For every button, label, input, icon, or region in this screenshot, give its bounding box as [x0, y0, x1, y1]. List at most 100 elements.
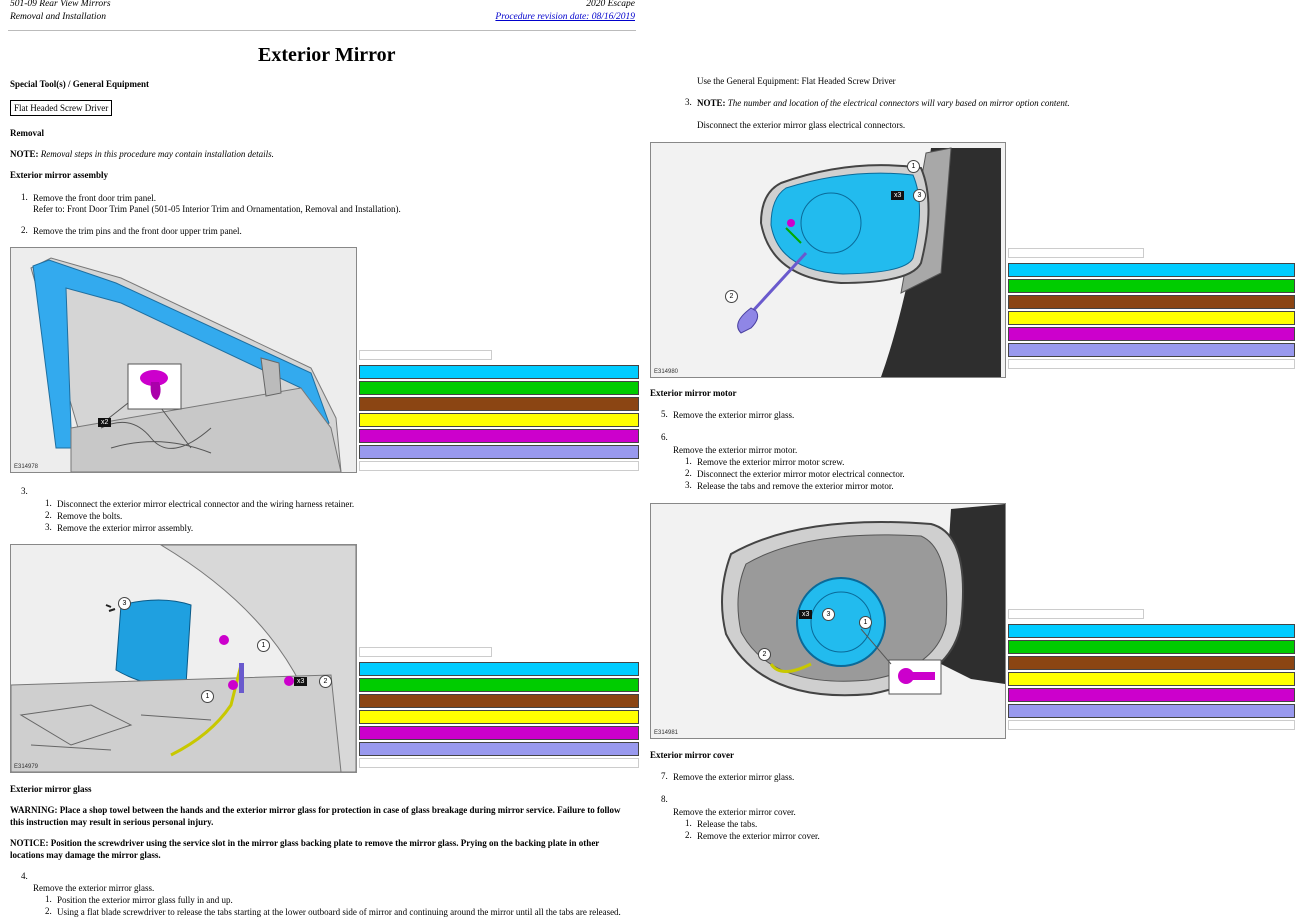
special-tools-heading: Special Tool(s) / General Equipment: [10, 79, 150, 89]
legend-row: [1008, 279, 1295, 293]
assembly-heading: Exterior mirror assembly: [10, 170, 108, 180]
sub-step-number: 2.: [685, 830, 692, 840]
legend-row: [359, 413, 639, 427]
figure-id: E314979: [14, 764, 39, 770]
mirror-glass-illustration: [651, 143, 1005, 377]
legend-row: [1008, 295, 1295, 309]
figure-mirror-glass: 1 3 2 x3 E314980: [650, 142, 1006, 378]
sub-step-number: 1.: [45, 498, 52, 508]
callout: 1: [907, 160, 920, 173]
step2-text: Remove the trim pins and the front door …: [33, 226, 242, 236]
step8-sub1: Release the tabs.: [697, 819, 758, 829]
sub-step-number: 3.: [685, 480, 692, 490]
step3-sub2: Remove the bolts.: [57, 511, 123, 521]
step1-ref: Refer to: Front Door Trim Panel (501-05 …: [33, 204, 401, 214]
step8-sub2: Remove the exterior mirror cover.: [697, 831, 820, 841]
callout: 3: [118, 597, 131, 610]
legend-row: [1008, 640, 1295, 654]
note-label: NOTE:: [10, 149, 39, 159]
step-number: 8.: [661, 794, 668, 804]
callout: 1: [859, 616, 872, 629]
legend-row: [359, 365, 639, 379]
legend-row: [359, 710, 639, 724]
step4-text: Remove the exterior mirror glass.: [33, 883, 155, 893]
step6-sub2: Disconnect the exterior mirror motor ele…: [697, 469, 905, 479]
legend-row: [359, 381, 639, 395]
legend-row: [1008, 704, 1295, 718]
legend-row: [1008, 672, 1295, 686]
legend-row: [359, 445, 639, 459]
sub-step-number: 2.: [45, 510, 52, 520]
removal-heading: Removal: [10, 128, 44, 138]
motor-heading: Exterior mirror motor: [650, 388, 737, 398]
legend-blank: [359, 350, 492, 360]
figure-mirror-assembly: 3 1 1 2 x3 E314979: [10, 544, 357, 773]
mirror-assembly-illustration: [11, 545, 356, 772]
legend-row: [1008, 327, 1295, 341]
sub-step-number: 3.: [45, 522, 52, 532]
legend-row: [1008, 311, 1295, 325]
legend-row: [359, 694, 639, 708]
step8-text: Remove the exterior mirror cover.: [673, 807, 796, 817]
step4-sub2: Using a flat blade screwdriver to releas…: [57, 907, 621, 917]
quantity-tag: x2: [98, 418, 112, 427]
step4-sub1: Position the exterior mirror glass fully…: [57, 895, 233, 905]
sub-step-number: 1.: [685, 456, 692, 466]
step-number: 7.: [661, 771, 668, 781]
step-number: 3.: [685, 97, 692, 107]
right-step3-note: NOTE: The number and location of the ele…: [697, 97, 1070, 109]
quantity-tag: x3: [891, 191, 905, 200]
note-text: Removal steps in this procedure may cont…: [40, 149, 274, 159]
figure-door-trim: x2 E314978: [10, 247, 357, 473]
step6-sub3: Release the tabs and remove the exterior…: [697, 481, 894, 491]
header-divider: [8, 30, 636, 31]
figure-legend: [359, 350, 639, 471]
legend-blank: [1008, 359, 1295, 369]
figure-id: E314980: [654, 369, 679, 375]
warning-text: WARNING: Place a shop towel between the …: [10, 805, 621, 827]
legend-row: [359, 662, 639, 676]
cover-heading: Exterior mirror cover: [650, 750, 734, 760]
callout: 3: [913, 189, 926, 202]
legend-blank: [1008, 248, 1144, 258]
step-number: 1.: [21, 192, 28, 202]
legend-row: [359, 429, 639, 443]
legend-blank: [1008, 720, 1295, 730]
legend-blank: [359, 647, 492, 657]
quantity-tag: x3: [294, 677, 308, 686]
step-number: 2.: [21, 225, 28, 235]
step3-sub1: Disconnect the exterior mirror electrica…: [57, 499, 355, 509]
page-title: Exterior Mirror: [258, 44, 396, 66]
revision-date-link[interactable]: Procedure revision date: 08/16/2019: [495, 12, 635, 22]
callout: 3: [822, 608, 835, 621]
legend-row: [359, 726, 639, 740]
figure-id: E314978: [14, 464, 39, 470]
legend-row: [1008, 688, 1295, 702]
notice-text: NOTICE: Position the screwdriver using t…: [10, 838, 600, 860]
step6-text: Remove the exterior mirror motor.: [673, 445, 798, 455]
legend-row: [1008, 343, 1295, 357]
legend-row: [1008, 656, 1295, 670]
sub-step-number: 1.: [45, 894, 52, 904]
tool-box: Flat Headed Screw Driver: [10, 100, 113, 116]
legend-row: [359, 397, 639, 411]
glass-heading: Exterior mirror glass: [10, 784, 92, 794]
removal-note: NOTE: Removal steps in this procedure ma…: [10, 148, 274, 160]
legend-row: [359, 678, 639, 692]
step7-text: Remove the exterior mirror glass.: [673, 772, 795, 782]
step-number: 6.: [661, 432, 668, 442]
callout: 2: [319, 675, 332, 688]
legend-row: [1008, 263, 1295, 277]
step6-sub1: Remove the exterior mirror motor screw.: [697, 457, 845, 467]
step-number: 5.: [661, 409, 668, 419]
sub-step-number: 2.: [45, 906, 52, 916]
figure-legend: [1008, 248, 1295, 369]
general-equipment: Use the General Equipment: Flat Headed S…: [697, 76, 896, 86]
figure-legend: [359, 647, 639, 768]
legend-blank: [1008, 609, 1144, 619]
note-label: NOTE:: [697, 98, 726, 108]
legend-row: [359, 742, 639, 756]
callout: 1: [201, 690, 214, 703]
sub-step-number: 1.: [685, 818, 692, 828]
step3-sub3: Remove the exterior mirror assembly.: [57, 523, 194, 533]
